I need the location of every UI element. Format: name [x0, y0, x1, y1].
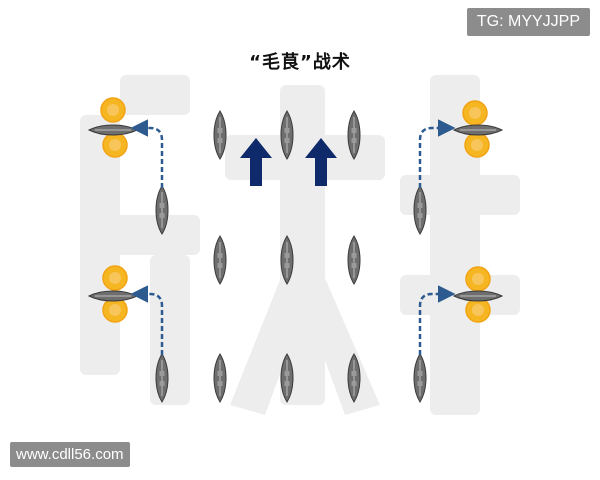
- ship-icon: [347, 353, 361, 403]
- explosion-icon: [465, 266, 491, 292]
- explosion-icon: [102, 297, 128, 323]
- explosion-icon: [102, 265, 128, 291]
- advance-arrows: [240, 138, 337, 186]
- ship-icon: [280, 353, 294, 403]
- explosion-icon: [100, 97, 126, 123]
- background-watermark: [80, 75, 520, 415]
- ship-icon: [155, 185, 169, 235]
- arrow-up-icon: [305, 138, 337, 186]
- ship-icon: [213, 110, 227, 160]
- diagram-title: “毛茛”战术: [249, 52, 351, 73]
- ship-icon: [347, 235, 361, 285]
- ship-icon: [88, 124, 138, 136]
- arrow-up-icon: [240, 138, 272, 186]
- dashed-path-arrow: [130, 285, 164, 355]
- ship-icon: [347, 110, 361, 160]
- dashed-path-arrow: [130, 119, 164, 188]
- ship-icon: [453, 290, 503, 302]
- ship-icon: [280, 110, 294, 160]
- left-bottom-group: [88, 265, 169, 403]
- right-bottom-group: [413, 266, 503, 403]
- ship-icon: [453, 124, 503, 136]
- website-watermark: www.cdll56.com: [10, 442, 130, 467]
- ship-icon: [280, 235, 294, 285]
- explosion-icon: [465, 297, 491, 323]
- center-formation: [213, 110, 361, 403]
- explosion-icon: [462, 100, 488, 126]
- dashed-path-arrow: [418, 119, 456, 188]
- ship-icon: [413, 185, 427, 235]
- ship-icon: [213, 235, 227, 285]
- ship-icon: [155, 353, 169, 403]
- explosion-icon: [102, 132, 128, 158]
- telegram-tag: TG: MYYJJPP: [466, 8, 590, 36]
- ship-icon: [213, 353, 227, 403]
- explosion-icon: [464, 132, 490, 158]
- ship-icon: [88, 290, 138, 302]
- dashed-path-arrow: [418, 285, 456, 355]
- ship-icon: [413, 353, 427, 403]
- left-top-group: [88, 97, 169, 235]
- right-top-group: [413, 100, 503, 235]
